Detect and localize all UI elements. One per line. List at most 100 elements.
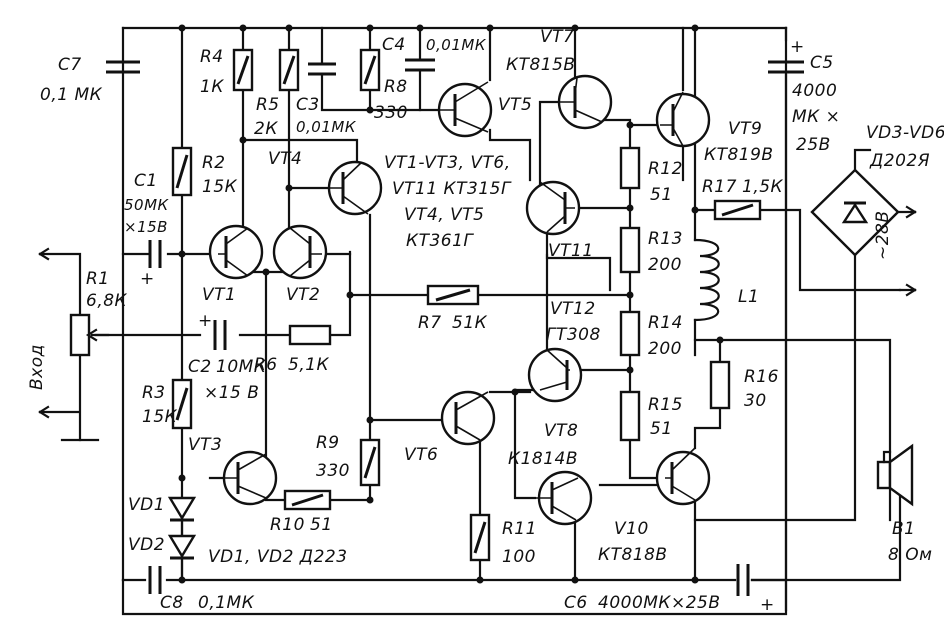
r14-name: R14: [648, 313, 683, 333]
resistor-r13: [619, 226, 641, 274]
c4-name: C4: [382, 35, 406, 55]
transistor-note-3: VT4, VT5: [404, 205, 484, 225]
r16-name: R16: [744, 367, 779, 387]
transistor-vt10: [655, 447, 711, 506]
r13-name: R13: [648, 229, 683, 249]
c4-value: 0,01МК: [426, 36, 487, 54]
diode-bridge: [810, 168, 917, 297]
b1-name: B1: [892, 519, 915, 539]
resistor-r16: [709, 360, 731, 410]
c1-value-2: ×15В: [124, 218, 168, 236]
c1-name: C1: [134, 171, 158, 191]
r8-value: 330: [374, 103, 408, 123]
svg-text:+: +: [760, 595, 775, 615]
potentiometer-r1: [60, 313, 110, 442]
c8-name: C8: [160, 593, 184, 613]
r1-name: R1: [86, 269, 110, 289]
capacitor-c6: [736, 564, 750, 596]
junction-dots: [178, 24, 724, 584]
resistor-r4: [232, 48, 254, 92]
b1-value: 8 Ом: [888, 545, 932, 565]
r7-name: R7: [418, 313, 442, 333]
r6-name: R6: [254, 355, 278, 375]
vt10-name: V10: [614, 519, 649, 539]
r17-value: 1,5К: [742, 177, 784, 197]
vt7-name: VT7: [540, 27, 574, 47]
transistor-vt5: [437, 81, 493, 138]
c2-value-1: 10МК: [216, 357, 267, 377]
r12-name: R12: [648, 159, 683, 179]
inductor-l1: [693, 238, 720, 322]
l1-name: L1: [738, 287, 759, 307]
bridge-type: Д202Я: [869, 151, 930, 171]
r1-value: 6,8К: [86, 291, 128, 311]
vt10-type: КТ818В: [598, 545, 668, 565]
r5-name: R5: [256, 95, 280, 115]
vt4-name: VT4: [268, 149, 302, 169]
resistor-r17: [713, 199, 762, 221]
input-label: Вход: [27, 344, 47, 390]
vd1-name: VD1: [128, 495, 165, 515]
r2-name: R2: [202, 153, 226, 173]
vd2-name: VD2: [128, 535, 165, 555]
transistor-vt7: [557, 74, 613, 130]
capacitor-c8: [148, 566, 162, 594]
r8-name: R8: [384, 77, 408, 97]
c6-name: C6: [564, 593, 588, 613]
r12-value: 51: [650, 185, 673, 205]
resistor-r12: [619, 146, 641, 190]
r3-value: 15К: [142, 407, 178, 427]
svg-text:+: +: [198, 311, 213, 331]
capacitor-c3: [308, 62, 336, 76]
r11-value: 100: [502, 547, 536, 567]
r13-value: 200: [648, 255, 682, 275]
capacitor-c1: [148, 240, 162, 268]
vt5-name: VT5: [498, 95, 532, 115]
polarity-marks: + + + +: [140, 37, 804, 615]
wires: [38, 26, 902, 616]
transistor-vt11: [525, 180, 581, 236]
r10-name: R10: [270, 515, 305, 535]
resistor-r8: [359, 48, 381, 92]
component-labels: C7 0,1 МК R4 1К R5 2К C3 0,01МК C4 0,01М…: [27, 27, 944, 613]
r3-name: R3: [142, 383, 166, 403]
transistor-vt12: [527, 347, 583, 403]
vt1-name: VT1: [202, 285, 236, 305]
c1-value-1: 50МК: [124, 196, 170, 214]
r15-value: 51: [650, 419, 673, 439]
r17-name: R17: [702, 177, 737, 197]
capacitor-c4: [405, 58, 435, 72]
resistor-r15: [619, 390, 641, 442]
transistor-note-1: VT1-VT3, VT6,: [384, 153, 511, 173]
bridge-name: VD3-VD6: [866, 123, 944, 143]
resistor-r5: [278, 48, 300, 92]
input-arrows: [38, 247, 50, 419]
vt8-type: К1814В: [508, 449, 578, 469]
vt12-name: VT12: [550, 299, 596, 319]
c6-value: 4000МК×25В: [598, 593, 721, 613]
c7-name: C7: [58, 55, 82, 75]
vt12-type: ГТ308: [546, 325, 601, 345]
transistor-vt9: [655, 91, 711, 148]
resistor-r7: [426, 284, 480, 306]
capacitor-c7: [106, 60, 140, 74]
r10-value: 51: [310, 515, 333, 535]
resistor-r11: [469, 513, 491, 562]
r4-value: 1К: [200, 77, 224, 97]
transistor-vt6: [440, 390, 496, 446]
c8-value: 0,1МК: [198, 593, 255, 613]
r14-value: 200: [648, 339, 682, 359]
vt7-type: КТ815В: [506, 55, 576, 75]
transistor-vt3: [222, 450, 278, 506]
r5-value: 2К: [254, 119, 278, 139]
transistor-vt4: [327, 160, 383, 216]
resistor-r10: [283, 489, 332, 511]
vt6-name: VT6: [404, 445, 438, 465]
c5-value-2: МК ×: [792, 107, 840, 127]
c5-name: C5: [810, 53, 834, 73]
r9-name: R9: [316, 433, 340, 453]
resistor-r14: [619, 310, 641, 357]
transistor-vt1: [208, 224, 264, 280]
capacitor-c2: [213, 320, 227, 350]
